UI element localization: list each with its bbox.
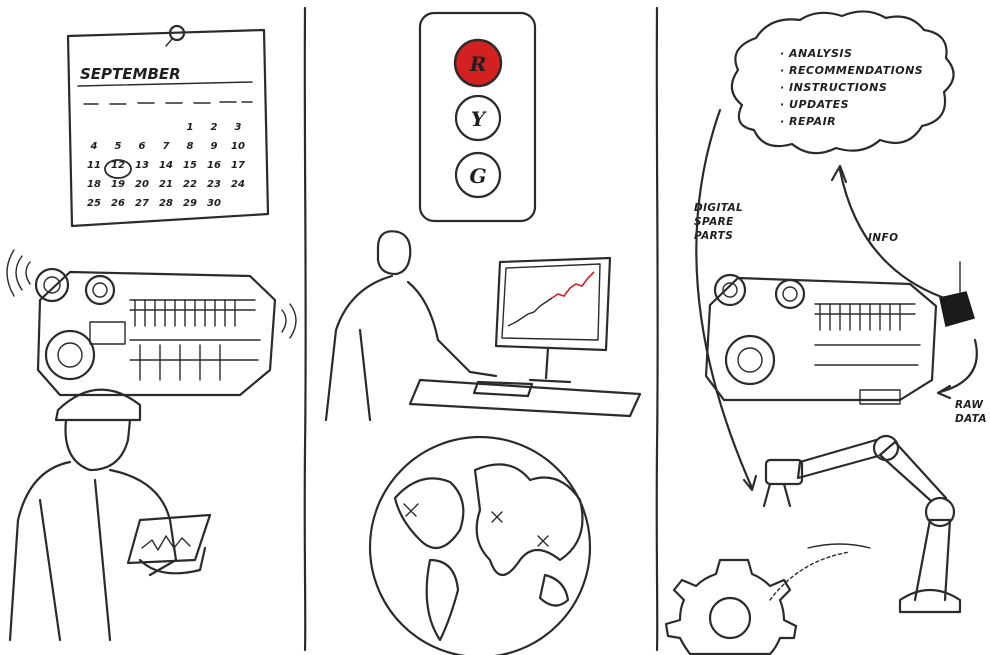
label-spare: SPARE: [694, 216, 734, 228]
calendar-day: 26: [111, 198, 125, 209]
panel-divider-right: [657, 8, 658, 650]
calendar-day: 10: [231, 141, 245, 152]
calendar-day: 29: [183, 198, 197, 209]
calendar-day: 25: [87, 198, 101, 209]
panel-divider-left: [305, 8, 306, 650]
calendar-day: 15: [183, 160, 197, 171]
data-label: DATA: [955, 413, 987, 425]
calendar-day: 23: [207, 179, 221, 190]
calendar-day: 7: [163, 141, 170, 152]
tablet-icon: [128, 515, 210, 563]
calendar-day: 2: [211, 122, 218, 133]
calendar-day: 22: [183, 179, 197, 190]
bullet-icon: ·: [780, 64, 789, 77]
calendar-day: 8: [187, 141, 194, 152]
calendar-day: 24: [231, 179, 245, 190]
calendar-day: 17: [231, 160, 245, 171]
trend-line-red: [552, 272, 594, 298]
flow-arrows: [696, 110, 977, 490]
calendar-day: 18: [87, 179, 101, 190]
cloud-list: · ANALYSIS· RECOMMENDATIONS· INSTRUCTION…: [780, 47, 923, 128]
cloud-item: · RECOMMENDATIONS: [780, 64, 923, 77]
cloud: · ANALYSIS· RECOMMENDATIONS· INSTRUCTION…: [732, 11, 954, 153]
engine-left: [36, 269, 275, 395]
calendar-day: 12: [111, 160, 125, 171]
traffic-light: R Y G: [420, 13, 535, 221]
calendar-day: 16: [207, 160, 221, 171]
green-light-letter: G: [469, 164, 486, 188]
cloud-item-label: UPDATES: [789, 98, 849, 111]
calendar-day: 4: [90, 141, 98, 152]
calendar-day: 20: [135, 179, 149, 190]
globe: [370, 437, 590, 655]
calendar-day: 19: [111, 179, 125, 190]
calendar-day: 27: [135, 198, 149, 209]
cloud-item: · INSTRUCTIONS: [780, 81, 887, 94]
arrow-spare-parts: [696, 110, 752, 488]
calendar-day: 30: [207, 198, 221, 209]
cloud-item-label: REPAIR: [789, 115, 836, 128]
label-digital: DIGITAL: [694, 202, 743, 214]
cloud-item: · ANALYSIS: [780, 47, 852, 60]
arrow-raw-data: [940, 340, 977, 392]
bullet-icon: ·: [780, 47, 789, 60]
desk: [410, 380, 640, 416]
calendar-day: 11: [87, 160, 101, 171]
calendar-day: 5: [115, 141, 122, 152]
raw-label: RAW: [955, 399, 983, 411]
gear-icon: [666, 552, 850, 654]
cloud-item: · UPDATES: [780, 98, 849, 111]
cloud-item-label: INSTRUCTIONS: [789, 81, 887, 94]
calendar-day: 28: [159, 198, 173, 209]
calendar-day: 13: [135, 160, 149, 171]
bullet-icon: ·: [780, 81, 789, 94]
engine-right: [706, 262, 974, 404]
cloud-item-label: RECOMMENDATIONS: [789, 64, 923, 77]
yellow-light-letter: Y: [471, 107, 487, 131]
cloud-item-label: ANALYSIS: [788, 47, 852, 60]
calendar-day: 1: [187, 122, 194, 133]
info-label: INFO: [868, 232, 898, 244]
wireless-signal-icon: [7, 250, 296, 338]
digital-spare-parts-label: DIGITAL SPARE PARTS: [694, 202, 743, 242]
calendar-day: 3: [235, 122, 242, 133]
analyst-head: [378, 231, 410, 274]
robotic-arm: [764, 436, 960, 612]
calendar-day: 14: [159, 160, 173, 171]
bullet-icon: ·: [780, 98, 789, 111]
red-light-letter: R: [469, 52, 487, 76]
calendar-day: 21: [159, 179, 173, 190]
label-parts: PARTS: [694, 230, 733, 242]
calendar-month: SEPTEMBER: [80, 65, 181, 83]
analyst-at-computer: [326, 231, 640, 420]
sensor-box-icon: [940, 292, 974, 326]
cloud-item: · REPAIR: [780, 115, 836, 128]
worker-with-tablet: [10, 390, 210, 640]
bullet-icon: ·: [780, 115, 789, 128]
calendar-day: 9: [211, 141, 218, 152]
monitor: [496, 258, 610, 350]
calendar-day: 6: [139, 141, 146, 152]
